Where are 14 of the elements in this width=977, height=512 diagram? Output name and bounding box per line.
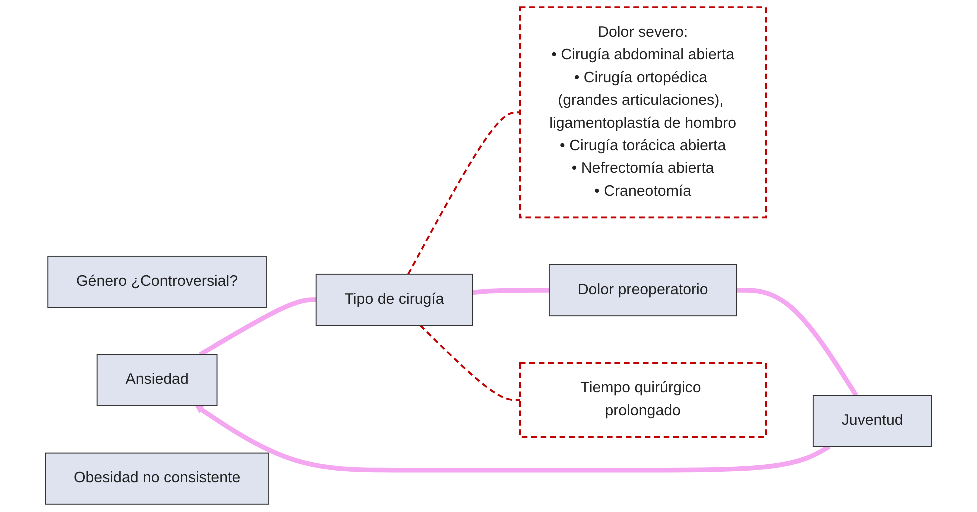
node-box: Juventud [812, 395, 932, 448]
node-box: Dolor preoperatorio [548, 264, 738, 317]
node-box: Ansiedad [96, 354, 218, 406]
connector [736, 288, 858, 397]
node-box: Tipo de cirugía [316, 274, 474, 326]
node-box: Dolor severo: • Cirugía abdominal abierta • Cirugía ortopédica (grandes articulaciones), ligamentoplastía de hombro • Cirugía torácica abierta • Nefrectomía abierta • Craneotomía [518, 6, 767, 219]
connector [420, 324, 520, 402]
node-box: Tiempo quirúrgico prolongado [518, 362, 767, 438]
connector [198, 298, 316, 357]
connector [472, 288, 550, 296]
node-box: Género ¿Controversial? [48, 256, 267, 308]
node-box: Obesidad no consistente [44, 452, 270, 505]
connector [407, 112, 520, 275]
arrow [195, 406, 831, 473]
